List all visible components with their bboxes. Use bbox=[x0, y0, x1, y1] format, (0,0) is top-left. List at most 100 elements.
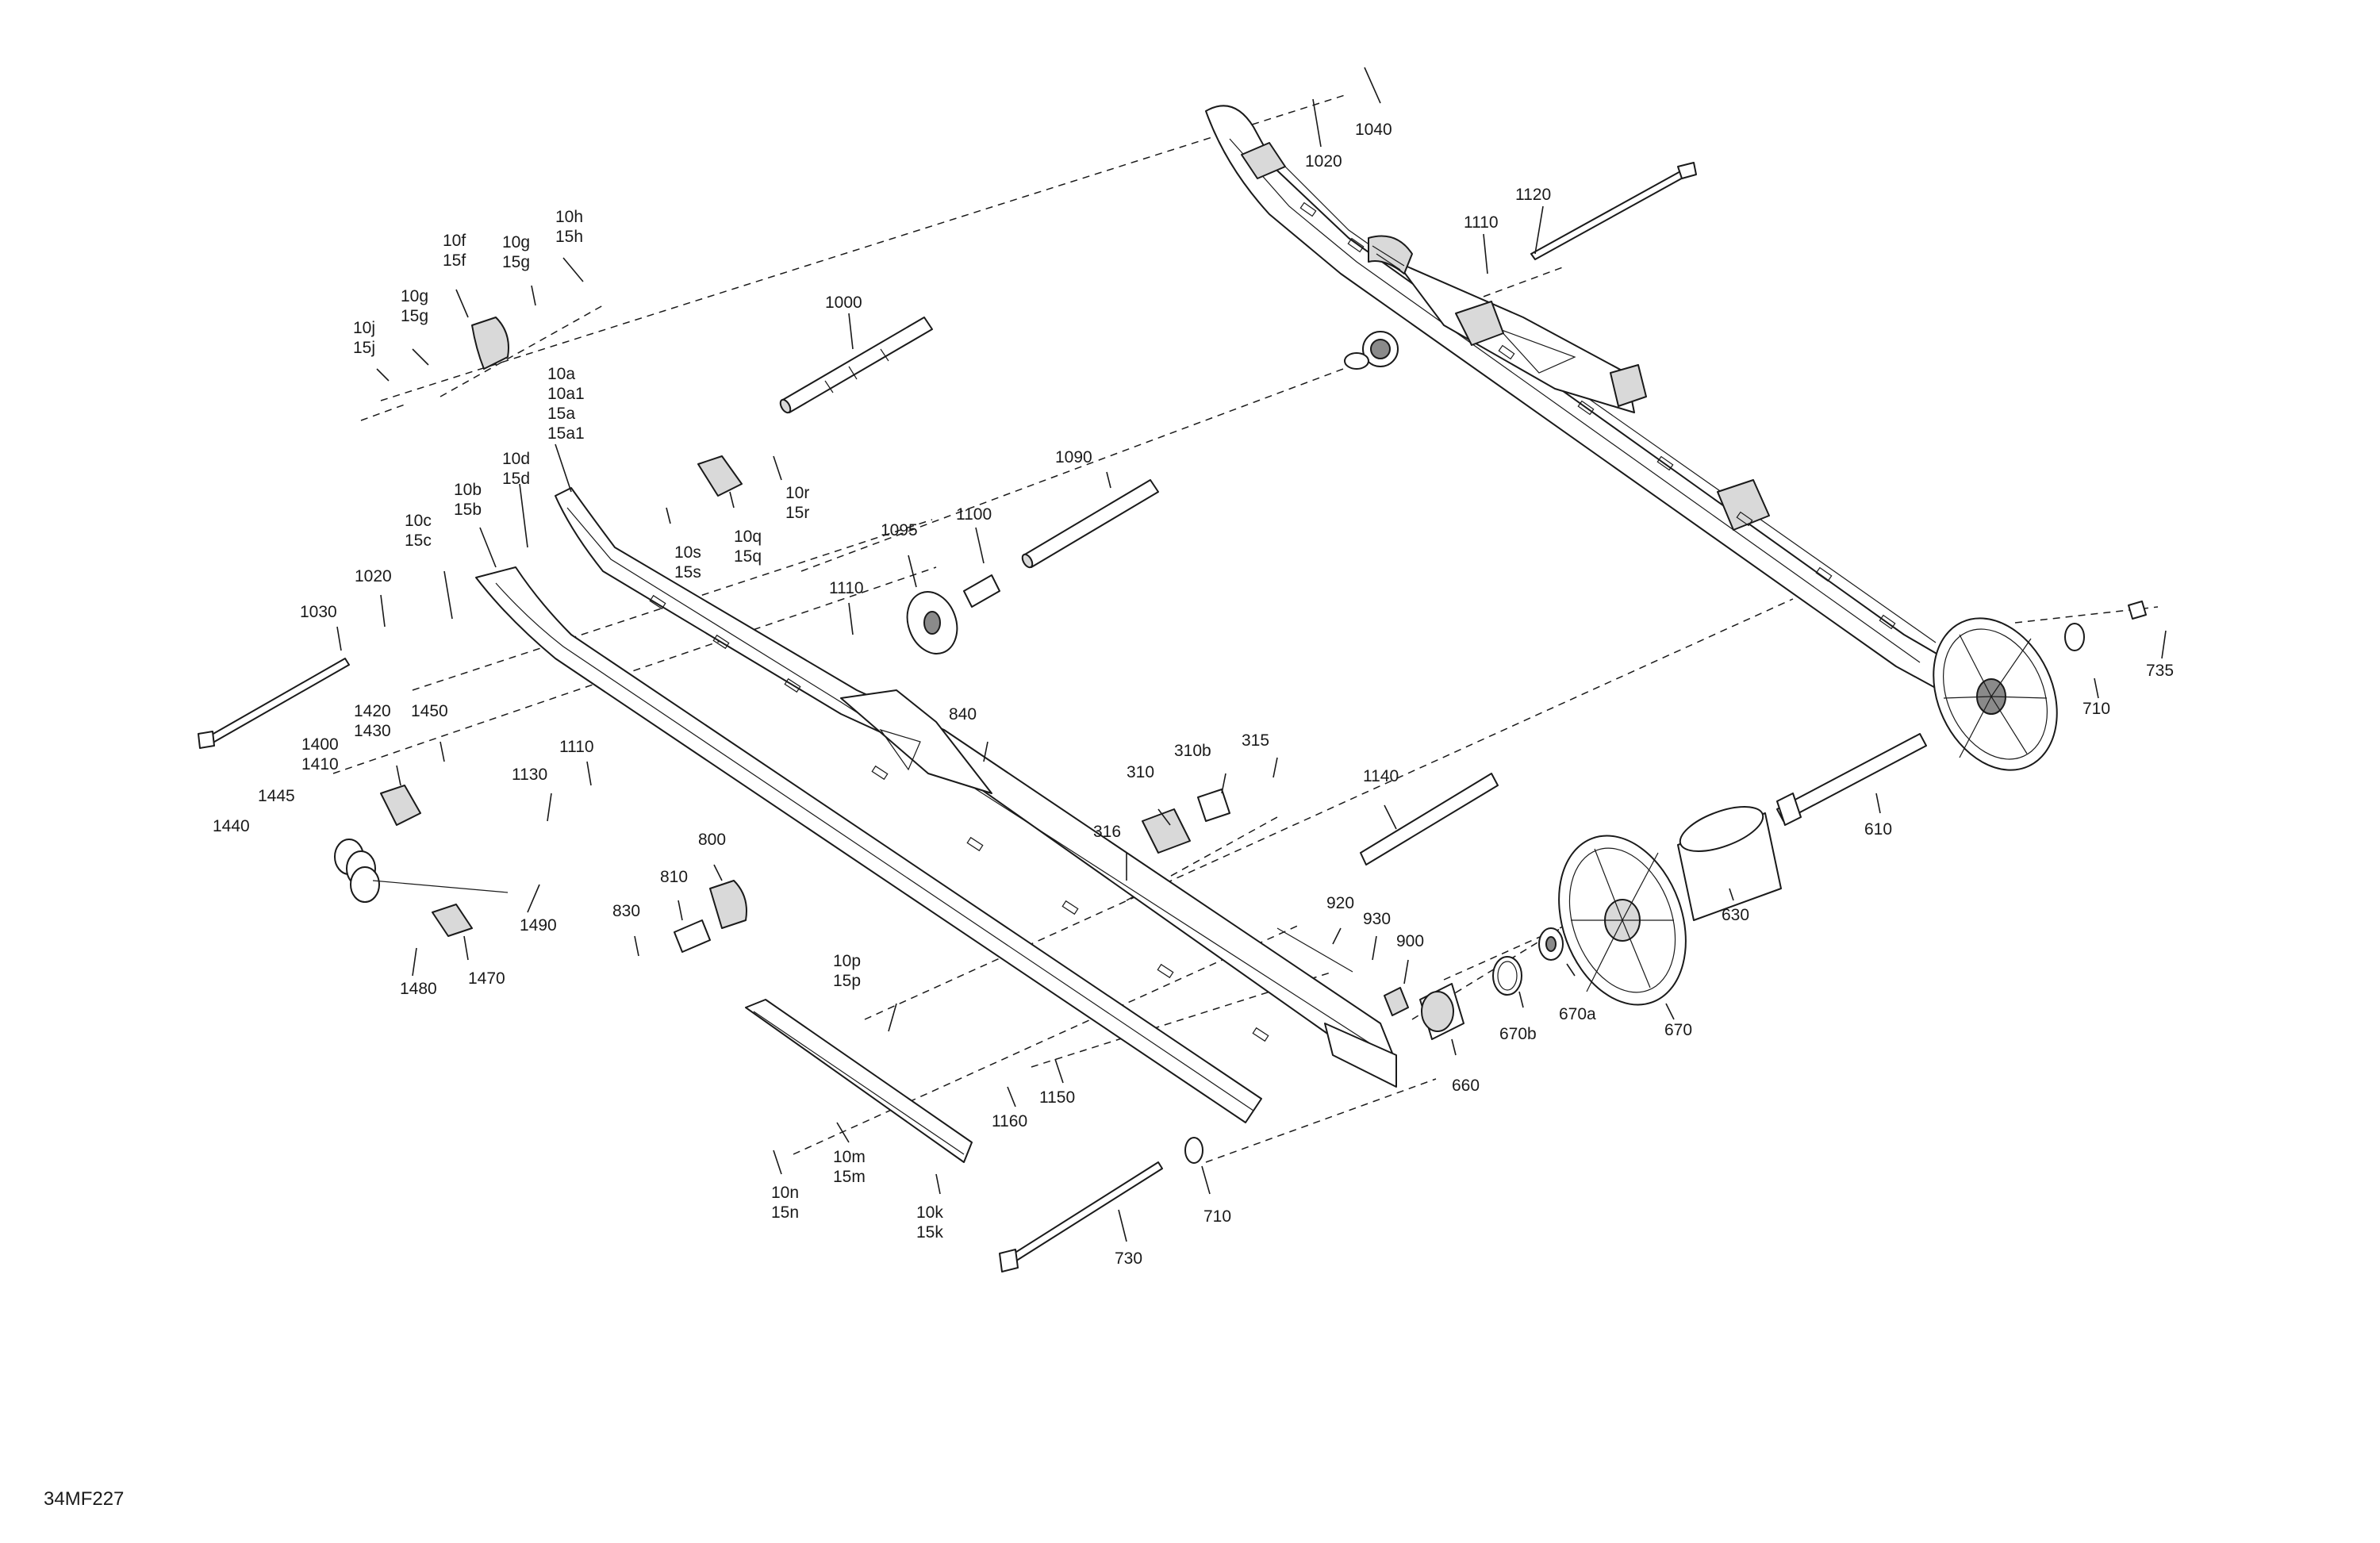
callout-710-right: 710 bbox=[2082, 700, 2110, 718]
callout-10q-15q: 10q 15q bbox=[734, 528, 766, 566]
callout-10k-15k: 10k 15k bbox=[916, 1203, 948, 1242]
callout-1110-mid: 1110 bbox=[829, 579, 864, 597]
hub-660 bbox=[1419, 983, 1464, 1040]
callout-710-bottom: 710 bbox=[1203, 1207, 1231, 1226]
callout-10h-15h: 10h 15h bbox=[555, 208, 588, 246]
shaft-610 bbox=[1776, 733, 1927, 826]
bushing-810 bbox=[674, 919, 711, 953]
callout-1140: 1140 bbox=[1363, 767, 1399, 785]
callout-1095: 1095 bbox=[881, 521, 918, 539]
callout-800: 800 bbox=[698, 831, 726, 849]
rear-idler-wheel bbox=[1933, 617, 2058, 771]
callout-670a: 670a bbox=[1559, 1005, 1596, 1023]
callout-660: 660 bbox=[1452, 1077, 1480, 1095]
callout-10r-15r: 10r 15r bbox=[785, 484, 814, 522]
callout-10f-15f: 10f 15f bbox=[443, 232, 470, 270]
callout-1000: 1000 bbox=[825, 294, 862, 312]
rail-slots-left bbox=[649, 594, 1269, 1042]
callout-1030: 1030 bbox=[300, 603, 337, 621]
callout-1480: 1480 bbox=[400, 980, 437, 998]
bolt-730 bbox=[999, 1161, 1163, 1272]
callout-1100: 1100 bbox=[956, 505, 992, 524]
bracket-900 bbox=[1384, 987, 1409, 1016]
callout-10j-15j: 10j 15j bbox=[353, 319, 380, 357]
washer-710-top bbox=[2064, 623, 2085, 651]
callout-310b: 310b bbox=[1174, 742, 1211, 760]
callout-830: 830 bbox=[612, 902, 640, 920]
leader-lines bbox=[336, 67, 2167, 1242]
callout-10b-15b: 10b 15b bbox=[454, 481, 486, 519]
pin-920 bbox=[1276, 927, 1353, 973]
callout-840: 840 bbox=[949, 705, 977, 724]
callout-1150: 1150 bbox=[1039, 1088, 1075, 1107]
right-rail-assembly bbox=[1205, 105, 2000, 715]
callout-1130: 1130 bbox=[512, 766, 547, 784]
bolt-1120 bbox=[1530, 162, 1697, 260]
ring-670b bbox=[1492, 956, 1522, 996]
callout-1020: 1020 bbox=[1305, 152, 1342, 171]
callout-1020-left: 1020 bbox=[355, 567, 392, 585]
wheel-670 bbox=[1558, 835, 1687, 1006]
callout-1090: 1090 bbox=[1055, 448, 1092, 466]
block-310b bbox=[1197, 789, 1230, 822]
callout-1400-1410: 1400 1410 bbox=[301, 735, 344, 773]
callout-1490: 1490 bbox=[520, 916, 557, 935]
callout-1160: 1160 bbox=[992, 1112, 1027, 1130]
bolt-1030 bbox=[198, 658, 350, 749]
callout-810: 810 bbox=[660, 868, 688, 886]
spacer-630 bbox=[1677, 806, 1782, 921]
callout-10a-15a: 10a 10a1 15a 15a1 bbox=[547, 365, 589, 443]
shaft-1000 bbox=[779, 317, 933, 414]
block-10f bbox=[471, 317, 509, 370]
callout-10s-15s: 10s 15s bbox=[674, 543, 706, 582]
callout-1445: 1445 bbox=[258, 787, 295, 805]
block-800 bbox=[709, 880, 747, 929]
diagram-reference-code: 34MF227 bbox=[44, 1488, 124, 1510]
callout-10c-15c: 10c 15c bbox=[405, 512, 436, 550]
callout-316: 316 bbox=[1093, 823, 1121, 841]
left-rail-assembly bbox=[555, 487, 1397, 1088]
callout-735: 735 bbox=[2146, 662, 2174, 680]
bearing-670a bbox=[1538, 927, 1564, 961]
callout-10p-15p: 10p 15p bbox=[833, 952, 866, 990]
callout-670b: 670b bbox=[1499, 1025, 1537, 1043]
callout-315: 315 bbox=[1242, 731, 1269, 750]
callout-labels: 1040 1020 1120 1110 10h 15h 10f 15f 10g … bbox=[213, 121, 2174, 1268]
callout-10g-15g-a: 10g 15g bbox=[502, 233, 535, 271]
spring-1400 bbox=[334, 839, 509, 903]
bushing-1100 bbox=[963, 574, 1000, 608]
callout-1470: 1470 bbox=[468, 969, 505, 988]
callout-10d-15d: 10d 15d bbox=[502, 450, 535, 488]
callout-310: 310 bbox=[1127, 763, 1154, 781]
callout-1450: 1450 bbox=[411, 702, 448, 720]
shaft-1140 bbox=[1360, 773, 1499, 866]
callout-630: 630 bbox=[1722, 906, 1749, 924]
callout-930: 930 bbox=[1363, 910, 1391, 928]
callout-730: 730 bbox=[1115, 1249, 1142, 1268]
block-1420 bbox=[380, 785, 421, 826]
wheel-1095 bbox=[906, 591, 958, 654]
shaft-1090 bbox=[1021, 479, 1159, 569]
callout-1440: 1440 bbox=[213, 817, 250, 835]
callout-1420-1430: 1420 1430 bbox=[354, 702, 396, 740]
block-1470 bbox=[432, 904, 473, 937]
callout-1120: 1120 bbox=[1515, 186, 1551, 204]
washer-710-bottom bbox=[1184, 1137, 1203, 1164]
block-10q bbox=[697, 455, 743, 497]
rail-slots-right bbox=[1299, 202, 1896, 630]
callout-1040: 1040 bbox=[1355, 121, 1392, 139]
callout-610: 610 bbox=[1864, 820, 1892, 839]
block-310 bbox=[1142, 808, 1191, 854]
lower-slide-bar bbox=[745, 999, 973, 1163]
callout-1110: 1110 bbox=[1464, 213, 1499, 232]
slide-rail bbox=[475, 566, 1262, 1123]
callout-670: 670 bbox=[1664, 1021, 1692, 1039]
callout-920: 920 bbox=[1326, 894, 1354, 912]
callout-900: 900 bbox=[1396, 932, 1424, 950]
callout-10n-15n: 10n 15n bbox=[771, 1184, 804, 1222]
callout-10m-15m: 10m 15m bbox=[833, 1148, 870, 1186]
callout-10g-15g-b: 10g 15g bbox=[401, 287, 433, 325]
nut-735 bbox=[2128, 601, 2147, 620]
callout-1110-low: 1110 bbox=[559, 738, 594, 756]
